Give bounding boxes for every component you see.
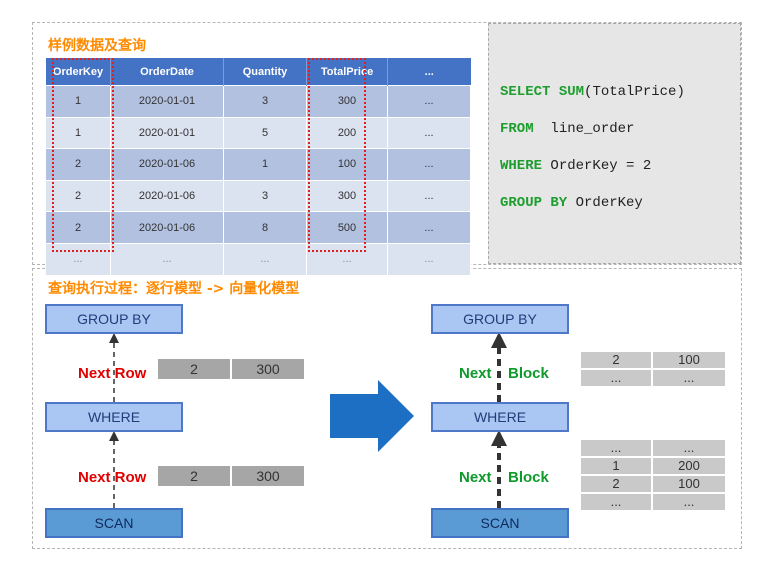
sql-line-select: SELECT SUM(TotalPrice) bbox=[500, 84, 685, 100]
right-scan-node: SCAN bbox=[431, 508, 569, 538]
table-cell: 5 bbox=[223, 116, 307, 149]
block-label-bottom: Block bbox=[508, 469, 549, 486]
arrowhead-icon bbox=[491, 332, 507, 348]
block-cell: 2 bbox=[580, 351, 652, 369]
sql-line-from: FROM line_order bbox=[500, 121, 634, 137]
table-cell: 100 bbox=[306, 148, 388, 181]
table-row: 2 2020-01-06 8 500 ... bbox=[46, 211, 471, 244]
sql-keyword: GROUP BY bbox=[500, 195, 568, 211]
row-cell: 300 bbox=[232, 359, 304, 379]
sql-keyword: FROM bbox=[500, 121, 534, 137]
table-cell: 3 bbox=[223, 179, 307, 212]
orderkey-highlight bbox=[52, 58, 114, 252]
left-scan-node: SCAN bbox=[45, 508, 183, 538]
table-cell: 2 bbox=[46, 148, 111, 181]
table-cell: ... bbox=[387, 116, 471, 149]
table-cell: 2020-01-01 bbox=[110, 116, 224, 149]
sql-text: OrderKey = 2 bbox=[550, 158, 652, 174]
block-cell: ... bbox=[652, 439, 726, 457]
table-cell: ... bbox=[306, 242, 388, 275]
block-cell: 100 bbox=[652, 475, 726, 493]
table-cell: ... bbox=[110, 242, 224, 275]
block-cell: ... bbox=[652, 369, 726, 387]
col-header-totalprice: TotalPrice bbox=[306, 58, 388, 86]
table-cell: 2 bbox=[46, 211, 111, 244]
table-cell: ... bbox=[387, 148, 471, 181]
col-header-orderdate: OrderDate bbox=[110, 58, 224, 86]
arrowhead-icon bbox=[491, 430, 507, 446]
right-where-node: WHERE bbox=[431, 402, 569, 432]
arrowhead-icon bbox=[109, 431, 119, 441]
left-groupby-node: GROUP BY bbox=[45, 304, 183, 334]
table-row: 1 2020-01-01 5 200 ... bbox=[46, 116, 471, 149]
table-cell: 300 bbox=[306, 85, 388, 118]
col-header-quantity: Quantity bbox=[223, 58, 307, 86]
block-cell: 100 bbox=[652, 351, 726, 369]
table-cell: 2020-01-06 bbox=[110, 179, 224, 212]
sql-text: OrderKey bbox=[575, 195, 643, 211]
col-header-more: ... bbox=[387, 58, 471, 86]
block-cell: ... bbox=[580, 493, 652, 511]
next-row-label-top: Next Row bbox=[78, 365, 147, 382]
next-row-label-bottom: Next Row bbox=[78, 469, 147, 486]
sql-text: (TotalPrice) bbox=[584, 84, 685, 100]
transform-arrow-icon bbox=[330, 380, 414, 452]
block-cell: ... bbox=[580, 439, 652, 457]
block-cell: ... bbox=[652, 493, 726, 511]
table-cell: ... bbox=[387, 242, 471, 275]
table-cell: 2020-01-06 bbox=[110, 211, 224, 244]
sql-text: line_order bbox=[550, 121, 635, 137]
row-cell: 2 bbox=[158, 466, 230, 486]
table-cell: 1 bbox=[46, 85, 111, 118]
next-label-top: Next bbox=[459, 365, 492, 382]
sql-panel bbox=[488, 23, 741, 264]
table-row: 1 2020-01-01 3 300 ... bbox=[46, 85, 471, 118]
table-cell: ... bbox=[223, 242, 307, 275]
table-cell: 1 bbox=[223, 148, 307, 181]
right-groupby-node: GROUP BY bbox=[431, 304, 569, 334]
table-cell: 2020-01-06 bbox=[110, 148, 224, 181]
table-cell: 300 bbox=[306, 179, 388, 212]
table-cell: ... bbox=[46, 242, 111, 275]
col-header-orderkey: OrderKey bbox=[46, 58, 111, 86]
sql-keyword: SELECT bbox=[500, 84, 551, 100]
sample-title: 样例数据及查询 bbox=[48, 38, 146, 54]
left-where-node: WHERE bbox=[45, 402, 183, 432]
block-label-top: Block bbox=[508, 365, 549, 382]
table-cell: 3 bbox=[223, 85, 307, 118]
table-cell: 200 bbox=[306, 116, 388, 149]
table-row: 2 2020-01-06 1 100 ... bbox=[46, 148, 471, 181]
sql-line-where: WHERE OrderKey = 2 bbox=[500, 158, 651, 174]
table-cell: ... bbox=[387, 179, 471, 212]
totalprice-highlight bbox=[308, 58, 366, 252]
table-cell: ... bbox=[387, 211, 471, 244]
table-cell: ... bbox=[387, 85, 471, 118]
table-row: 2 2020-01-06 3 300 ... bbox=[46, 179, 471, 212]
block-cell: 2 bbox=[580, 475, 652, 493]
block-cell: 1 bbox=[580, 457, 652, 475]
row-cell: 2 bbox=[158, 359, 230, 379]
table-cell: 1 bbox=[46, 116, 111, 149]
arrowhead-icon bbox=[109, 333, 119, 343]
table-cell: 2020-01-01 bbox=[110, 85, 224, 118]
block-cell: 200 bbox=[652, 457, 726, 475]
table-row: ... ... ... ... ... bbox=[46, 242, 471, 275]
sample-table: OrderKey OrderDate Quantity TotalPrice .… bbox=[46, 58, 471, 275]
block-cell: ... bbox=[580, 369, 652, 387]
sql-keyword: SUM bbox=[558, 84, 585, 100]
sql-line-group: GROUP BY OrderKey bbox=[500, 195, 643, 211]
row-cell: 300 bbox=[232, 466, 304, 486]
table-cell: 8 bbox=[223, 211, 307, 244]
table-cell: 500 bbox=[306, 211, 388, 244]
next-label-bottom: Next bbox=[459, 469, 492, 486]
process-title: 查询执行过程：逐行模型 -> 向量化模型 bbox=[48, 281, 300, 297]
sql-keyword: WHERE bbox=[500, 158, 543, 174]
table-cell: 2 bbox=[46, 179, 111, 212]
